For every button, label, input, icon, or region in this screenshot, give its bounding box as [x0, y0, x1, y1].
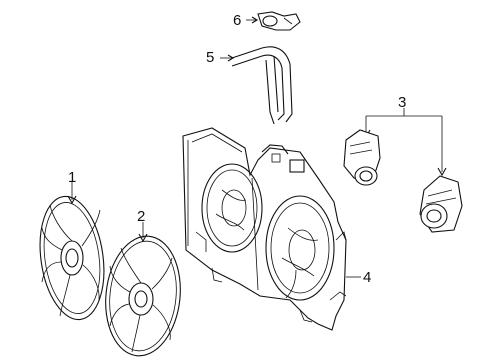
- callout-1: 1: [68, 169, 77, 186]
- callout-5: 5: [206, 49, 215, 66]
- fan-blade-1: [39, 182, 105, 321]
- callout-6: 6: [233, 12, 242, 29]
- resistor-3: [343, 108, 463, 233]
- hose-5: [220, 46, 293, 125]
- callout-2: 2: [137, 208, 146, 225]
- callout-3: 3: [398, 94, 407, 111]
- clamp-6: [246, 11, 301, 31]
- fan-blade-2: [105, 222, 181, 357]
- callout-4: 4: [363, 269, 372, 286]
- fan-shroud-4: [182, 127, 361, 331]
